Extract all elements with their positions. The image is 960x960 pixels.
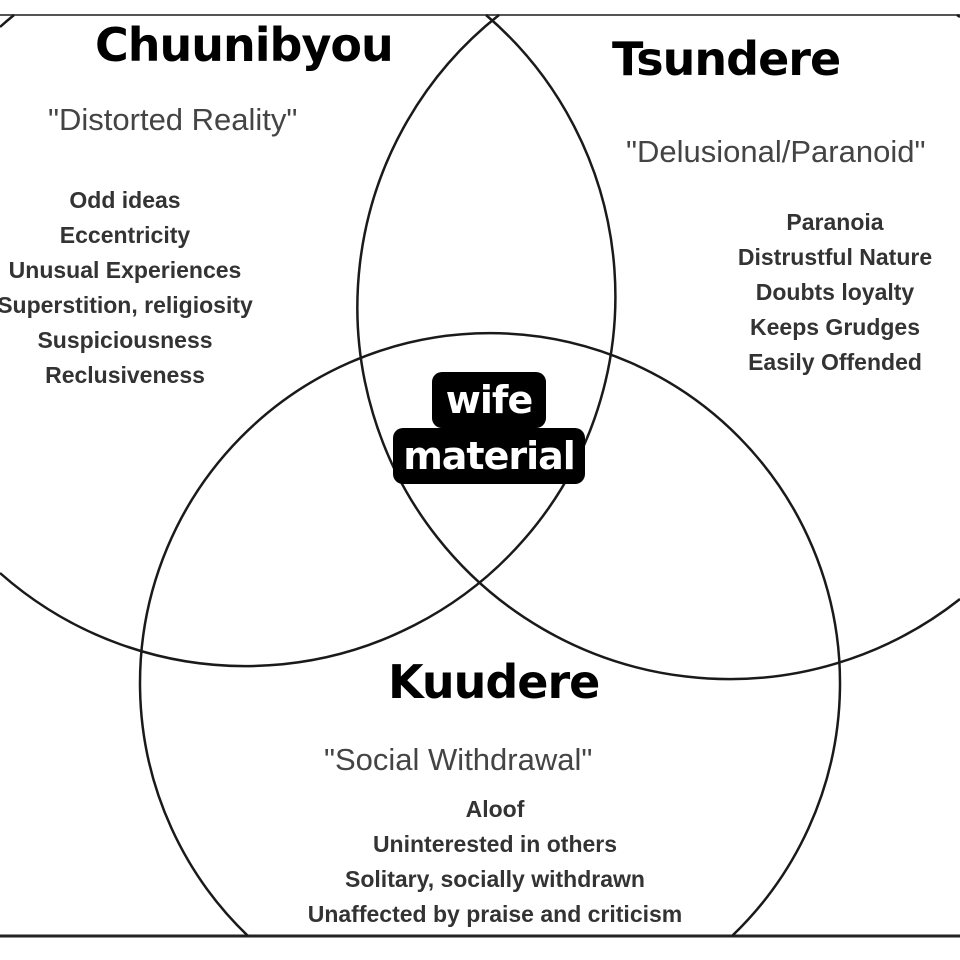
- trait-list-bottom: Aloof Uninterested in others Solitary, s…: [280, 792, 710, 932]
- center-label-line1: wife: [431, 372, 547, 428]
- trait-list-left: Odd ideas Eccentricity Unusual Experienc…: [0, 183, 260, 393]
- trait: Reclusiveness: [45, 362, 205, 388]
- venn-diagram: [0, 13, 960, 938]
- trait: Unusual Experiences: [8, 257, 242, 283]
- trait: Odd ideas: [69, 187, 181, 213]
- center-label: wife material: [384, 372, 594, 484]
- set-subtitle-right: "Delusional/Paranoid": [626, 134, 926, 169]
- trait: Unaffected by praise and criticism: [307, 901, 683, 927]
- trait: Eccentricity: [59, 222, 191, 248]
- trait: Solitary, socially withdrawn: [345, 866, 645, 892]
- set-title-chuunibyou: Chuunibyou: [95, 18, 394, 72]
- center-label-line2: material: [393, 428, 585, 484]
- trait: Distrustful Nature: [737, 244, 933, 270]
- set-title-kuudere: Kuudere: [388, 655, 600, 709]
- set-subtitle-bottom: "Social Withdrawal": [324, 742, 593, 777]
- set-title-tsundere: Tsundere: [612, 32, 841, 86]
- trait: Paranoia: [786, 209, 884, 235]
- trait: Doubts loyalty: [755, 279, 915, 305]
- circle-chuunibyou: [0, 14, 617, 668]
- trait: Suspiciousness: [37, 327, 213, 353]
- set-subtitle-left: "Distorted Reality": [48, 102, 298, 137]
- trait: Easily Offended: [748, 349, 922, 375]
- trait: Superstition, religiosity: [0, 292, 253, 318]
- trait: Keeps Grudges: [750, 314, 920, 340]
- trait-list-right: Paranoia Distrustful Nature Doubts loyal…: [700, 205, 960, 380]
- circle-kuudere: [138, 331, 842, 937]
- trait: Uninterested in others: [372, 831, 618, 857]
- trait: Aloof: [465, 796, 525, 822]
